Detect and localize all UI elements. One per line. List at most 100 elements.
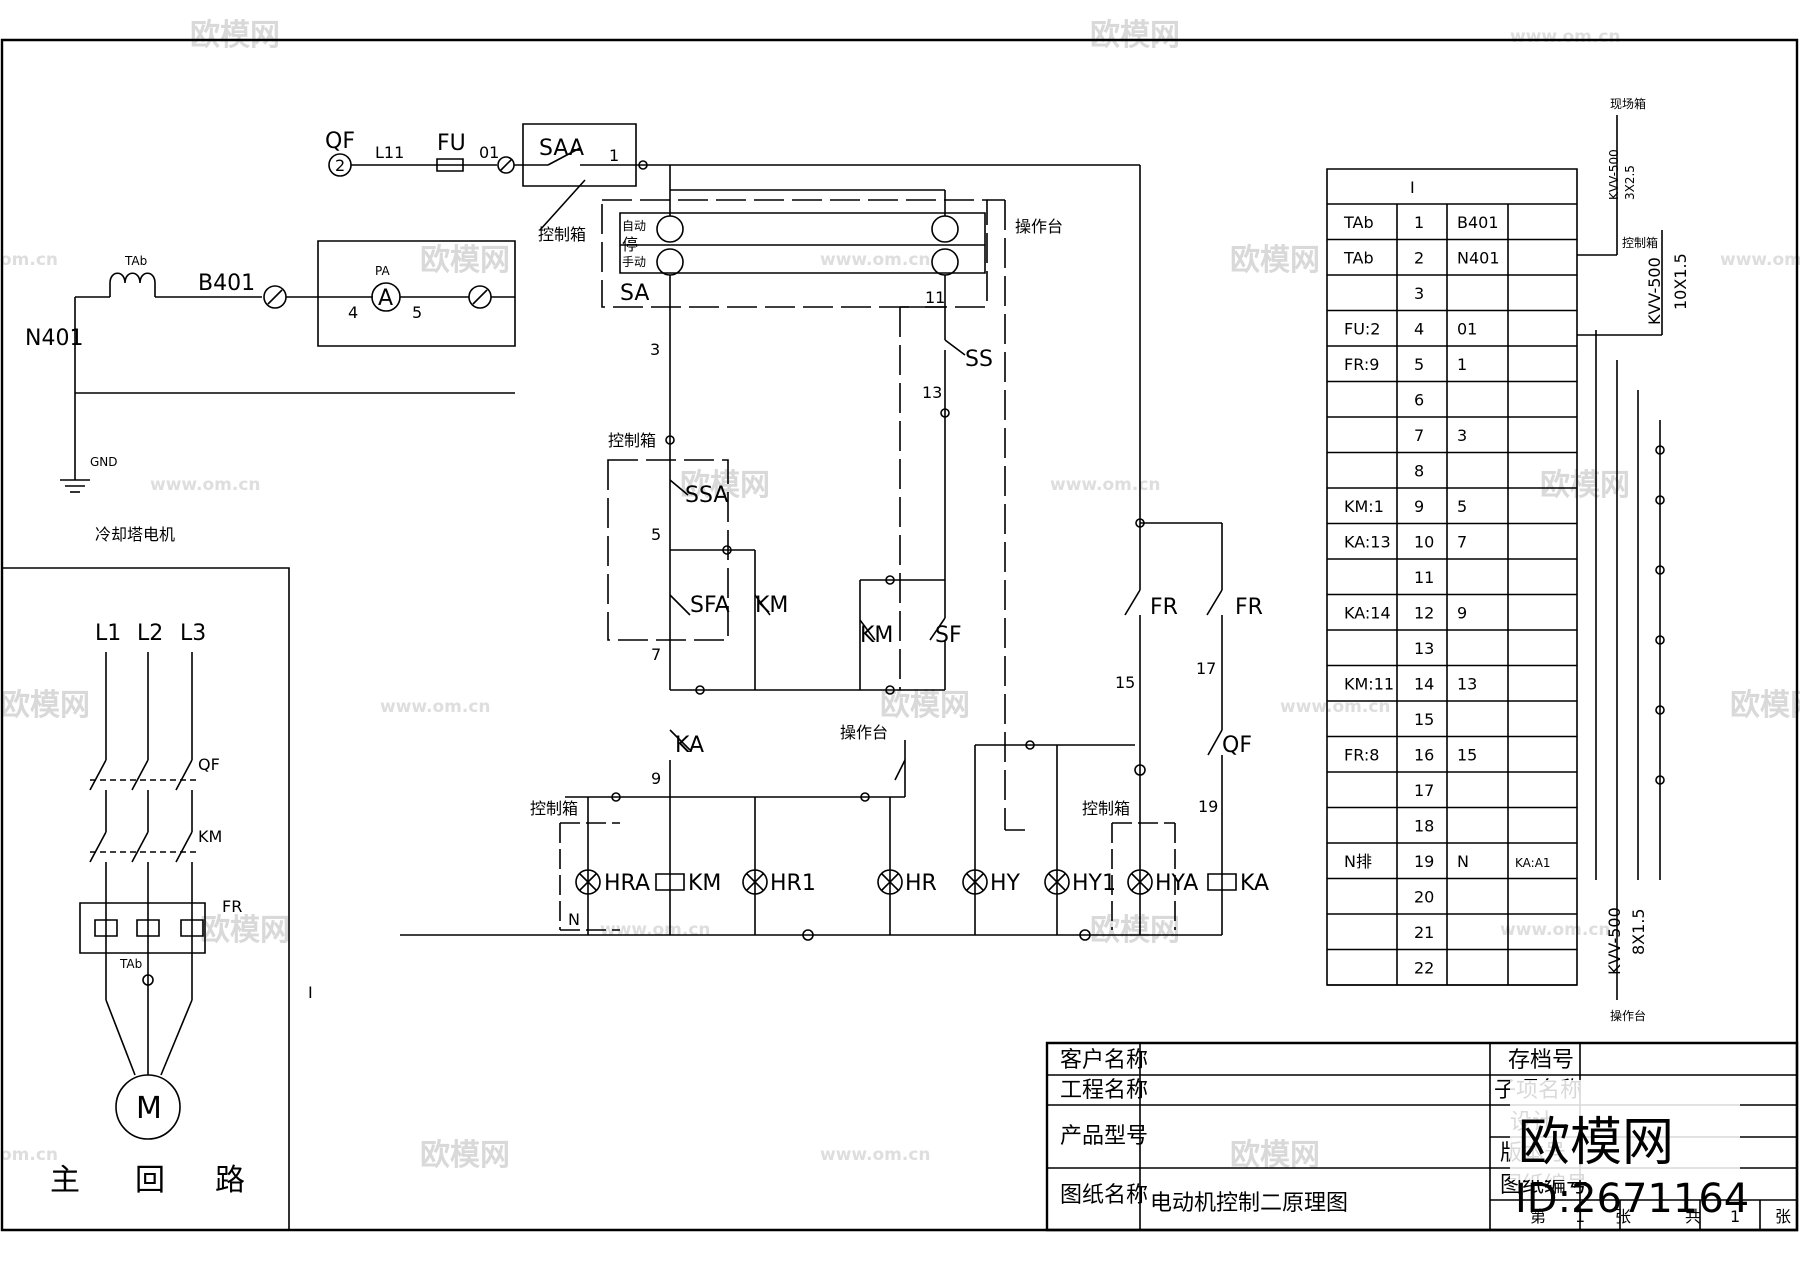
control-box-1-label: 控制箱: [608, 431, 656, 450]
hra-label: HRA: [604, 871, 650, 896]
drawing-name-label: 图纸名称: [1060, 1183, 1148, 1208]
hr-label: HR: [905, 871, 937, 896]
watermark-url: www.om.cn: [380, 697, 491, 717]
tab-main-label: TAb: [119, 957, 142, 971]
phase-lines: [90, 652, 196, 1075]
terminal-row-dest: 3: [1457, 426, 1467, 445]
watermark-brand: 欧模网: [1730, 688, 1800, 723]
control-box-3-label: 控制箱: [1082, 799, 1130, 818]
control-box-2-label: 控制箱: [530, 799, 578, 818]
terminal-row-number: 18: [1414, 817, 1434, 836]
sa-selector-body: [620, 213, 985, 273]
cable-mid-dest: 控制箱: [1622, 235, 1658, 250]
terminal-row: 11: [1414, 568, 1434, 587]
n01-label: 01: [479, 143, 499, 162]
cable-mid-spec1: KVV-500: [1645, 257, 1664, 325]
terminal-row-number: 17: [1414, 781, 1434, 800]
main-circuit-panel: 冷却塔电机 L1 L2 L3 QF KM FR TAb M 主 回 路: [2, 525, 289, 1230]
saa-label: SAA: [539, 136, 584, 161]
node-19-label: 19: [1198, 797, 1218, 816]
watermark-url: om.cn: [0, 250, 58, 270]
watermark-brand: 欧模网: [1540, 468, 1630, 503]
hya-label: HYA: [1155, 871, 1198, 896]
hr1-lamp: [743, 870, 767, 894]
terminal-row-number: 7: [1414, 426, 1424, 445]
terminal-row-dest: 9: [1457, 604, 1467, 623]
node-15-label: 15: [1115, 673, 1135, 692]
control-circuit: 自动 停 手动 SA 操作台 11 SS 13 3 控制箱 SSA 5 SFA: [308, 165, 1269, 1002]
terminal-symbol: [639, 161, 647, 169]
hra-lamp: [576, 870, 600, 894]
node-9-label: 9: [651, 769, 661, 788]
terminal-row-number: 12: [1414, 604, 1434, 623]
bus-junction: [1656, 706, 1664, 714]
terminal-row-number: 8: [1414, 462, 1424, 481]
node-17-label: 17: [1196, 659, 1216, 678]
pa-label: PA: [375, 264, 390, 278]
product-model-label: 产品型号: [1060, 1124, 1148, 1149]
ss-label: SS: [965, 347, 993, 372]
cable-annotations: 现场箱 KVV-500 3X2.5 控制箱 KVV-500 10X1.5 操作台…: [1577, 96, 1690, 1023]
cable-top-dest: 现场箱: [1610, 96, 1646, 111]
qf-main-label: QF: [198, 755, 220, 774]
gnd-label: GND: [90, 455, 118, 469]
terminal-row-dest: 13: [1457, 675, 1477, 694]
terminal-row-number: 2: [1414, 249, 1424, 268]
supply-section: QF 2 L11 FU 01 SAA 1 控制箱 TAb B401 A PA 4…: [25, 124, 1140, 492]
terminal-row-dest: 15: [1457, 746, 1477, 765]
terminal-row-number: 22: [1414, 959, 1434, 978]
terminal-row-dest: N: [1457, 852, 1469, 871]
terminal-row: 20: [1414, 888, 1434, 907]
terminal-row-source: KM:1: [1344, 497, 1384, 516]
ammeter-a-label: A: [378, 286, 393, 311]
terminal-row-source: KA:13: [1344, 533, 1391, 552]
watermark-url: www.om.cn: [1050, 475, 1161, 495]
sheet-number: 1: [1575, 1207, 1585, 1226]
terminal-row-dest: 5: [1457, 497, 1467, 516]
watermark-brand: 欧模网: [1090, 913, 1180, 948]
pa-5-label: 5: [412, 303, 422, 322]
terminal-row: 17: [1414, 781, 1434, 800]
hy1-lamp: [1045, 870, 1069, 894]
terminal-row: 22: [1414, 959, 1434, 978]
hy1-label: HY1: [1072, 871, 1116, 896]
cable-top-spec1: KVV-500: [1607, 149, 1621, 200]
watermark-url: www.om.cn: [1510, 27, 1621, 47]
terminal-row-source: FU:2: [1344, 320, 1380, 339]
l11-label: L11: [375, 143, 404, 162]
watermark-url: www.om.cn: [820, 1145, 931, 1165]
cable-bot-dest: 操作台: [1610, 1008, 1646, 1023]
main-circuit-title: 冷却塔电机: [95, 525, 175, 544]
terminal-row-dest: 01: [1457, 320, 1477, 339]
main-circuit-footer-3: 路: [215, 1163, 245, 1198]
node-11-label: 11: [925, 288, 945, 307]
hr-lamp: [878, 870, 902, 894]
terminal-row-source: FR:9: [1344, 355, 1379, 374]
l1-label: L1: [95, 621, 121, 646]
node-5-label: 5: [651, 525, 661, 544]
sheet-total: 1: [1730, 1207, 1740, 1226]
sa-selector-frame: [602, 200, 987, 307]
watermark-layer: 欧模网 欧模网 www.om.cn om.cn 欧模网 www.om.cn 欧模…: [0, 18, 1800, 1173]
terminal-row-number: 21: [1414, 923, 1434, 942]
terminal-row: 8: [1414, 462, 1424, 481]
archive-no-label: 存档号: [1508, 1048, 1574, 1073]
watermark-brand: 欧模网: [200, 913, 290, 948]
hy-label: HY: [990, 871, 1021, 896]
terminal-row-source: KM:11: [1344, 675, 1394, 694]
terminal-row: 3: [1414, 284, 1424, 303]
pa-4-label: 4: [348, 303, 358, 322]
cable-top-spec2: 3X2.5: [1623, 165, 1637, 200]
main-circuit-frame: [2, 568, 289, 1230]
qf-label: QF: [325, 129, 355, 154]
